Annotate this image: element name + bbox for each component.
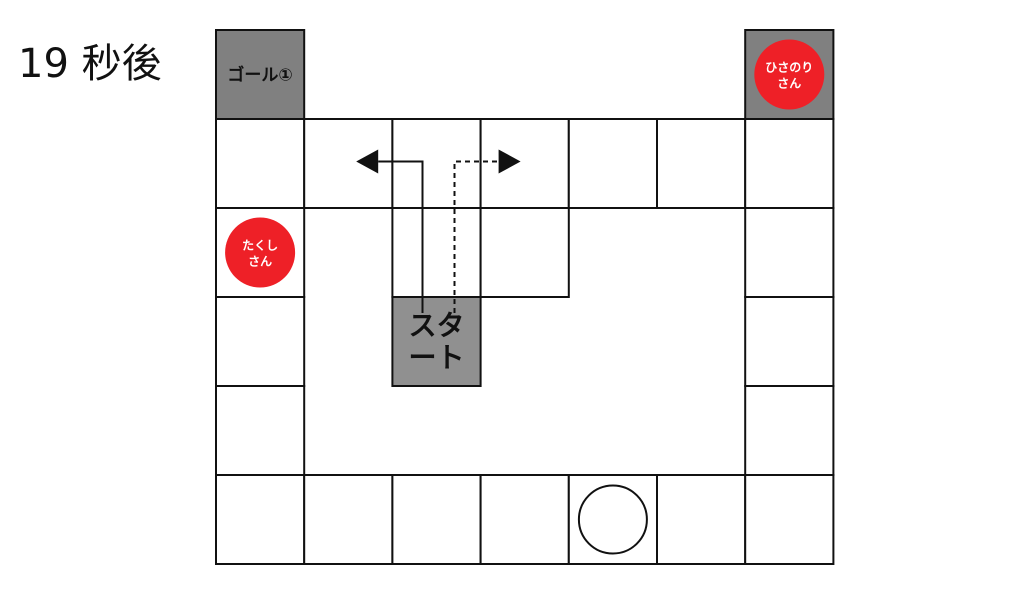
cell-square [744, 207, 835, 298]
path-cell [391, 207, 482, 298]
cell-square [656, 118, 747, 209]
start-label: ート [408, 341, 464, 374]
cell-square [391, 118, 482, 209]
arrow-left-icon [356, 149, 379, 174]
path-cell [391, 118, 482, 209]
start-label: スタ [408, 309, 464, 342]
path-cell [744, 207, 835, 298]
arrow-right-icon [498, 149, 521, 174]
player-name: ひさのり [765, 61, 813, 75]
path-cell [744, 296, 835, 387]
path-cell [479, 207, 570, 298]
path-cell [215, 385, 306, 476]
route-line [378, 160, 424, 313]
cell-square [567, 118, 658, 209]
route-line [453, 160, 499, 313]
path-cell [656, 474, 747, 565]
path-cell [479, 118, 570, 209]
routes-layer [356, 149, 521, 313]
cell-square [744, 296, 835, 387]
elapsed-time-label: 19 秒後 [18, 41, 162, 87]
path-cell [656, 118, 747, 209]
path-cell [567, 118, 658, 209]
player-disc [225, 217, 296, 288]
cell-square [303, 118, 394, 209]
path-cell [215, 296, 306, 387]
cell-square [744, 385, 835, 476]
cell-square [391, 296, 482, 387]
cell-square [215, 296, 306, 387]
cell-square [744, 474, 835, 565]
player-disc [754, 39, 825, 110]
cell-square [479, 474, 570, 565]
goal-cell: ゴール① [215, 29, 306, 120]
cell-square [215, 29, 306, 120]
cell-square [656, 474, 747, 565]
path-cell [479, 474, 570, 565]
left-route [356, 149, 424, 313]
path-cell [744, 118, 835, 209]
cells-layer: ゴール①ゴール②スタート [215, 29, 835, 565]
cell-square [391, 474, 482, 565]
player-name: さん [248, 255, 272, 269]
path-cell [215, 474, 306, 565]
cell-square [215, 118, 306, 209]
circle-marker [577, 484, 648, 555]
cell-square [479, 118, 570, 209]
path-cell [744, 385, 835, 476]
player-name: たくし [242, 239, 278, 253]
cell-square [303, 474, 394, 565]
player-name: さん [777, 77, 801, 91]
path-cell [303, 118, 394, 209]
cell-square [215, 474, 306, 565]
path-cell [567, 474, 658, 565]
cell-square [215, 385, 306, 476]
goal-label: ゴール① [227, 65, 292, 86]
cell-square [744, 118, 835, 209]
path-cell [391, 474, 482, 565]
path-cell [744, 474, 835, 565]
right-route [453, 149, 521, 313]
path-cell [303, 474, 394, 565]
path-cell [215, 118, 306, 209]
cell-square [391, 207, 482, 298]
cell-square [479, 207, 570, 298]
